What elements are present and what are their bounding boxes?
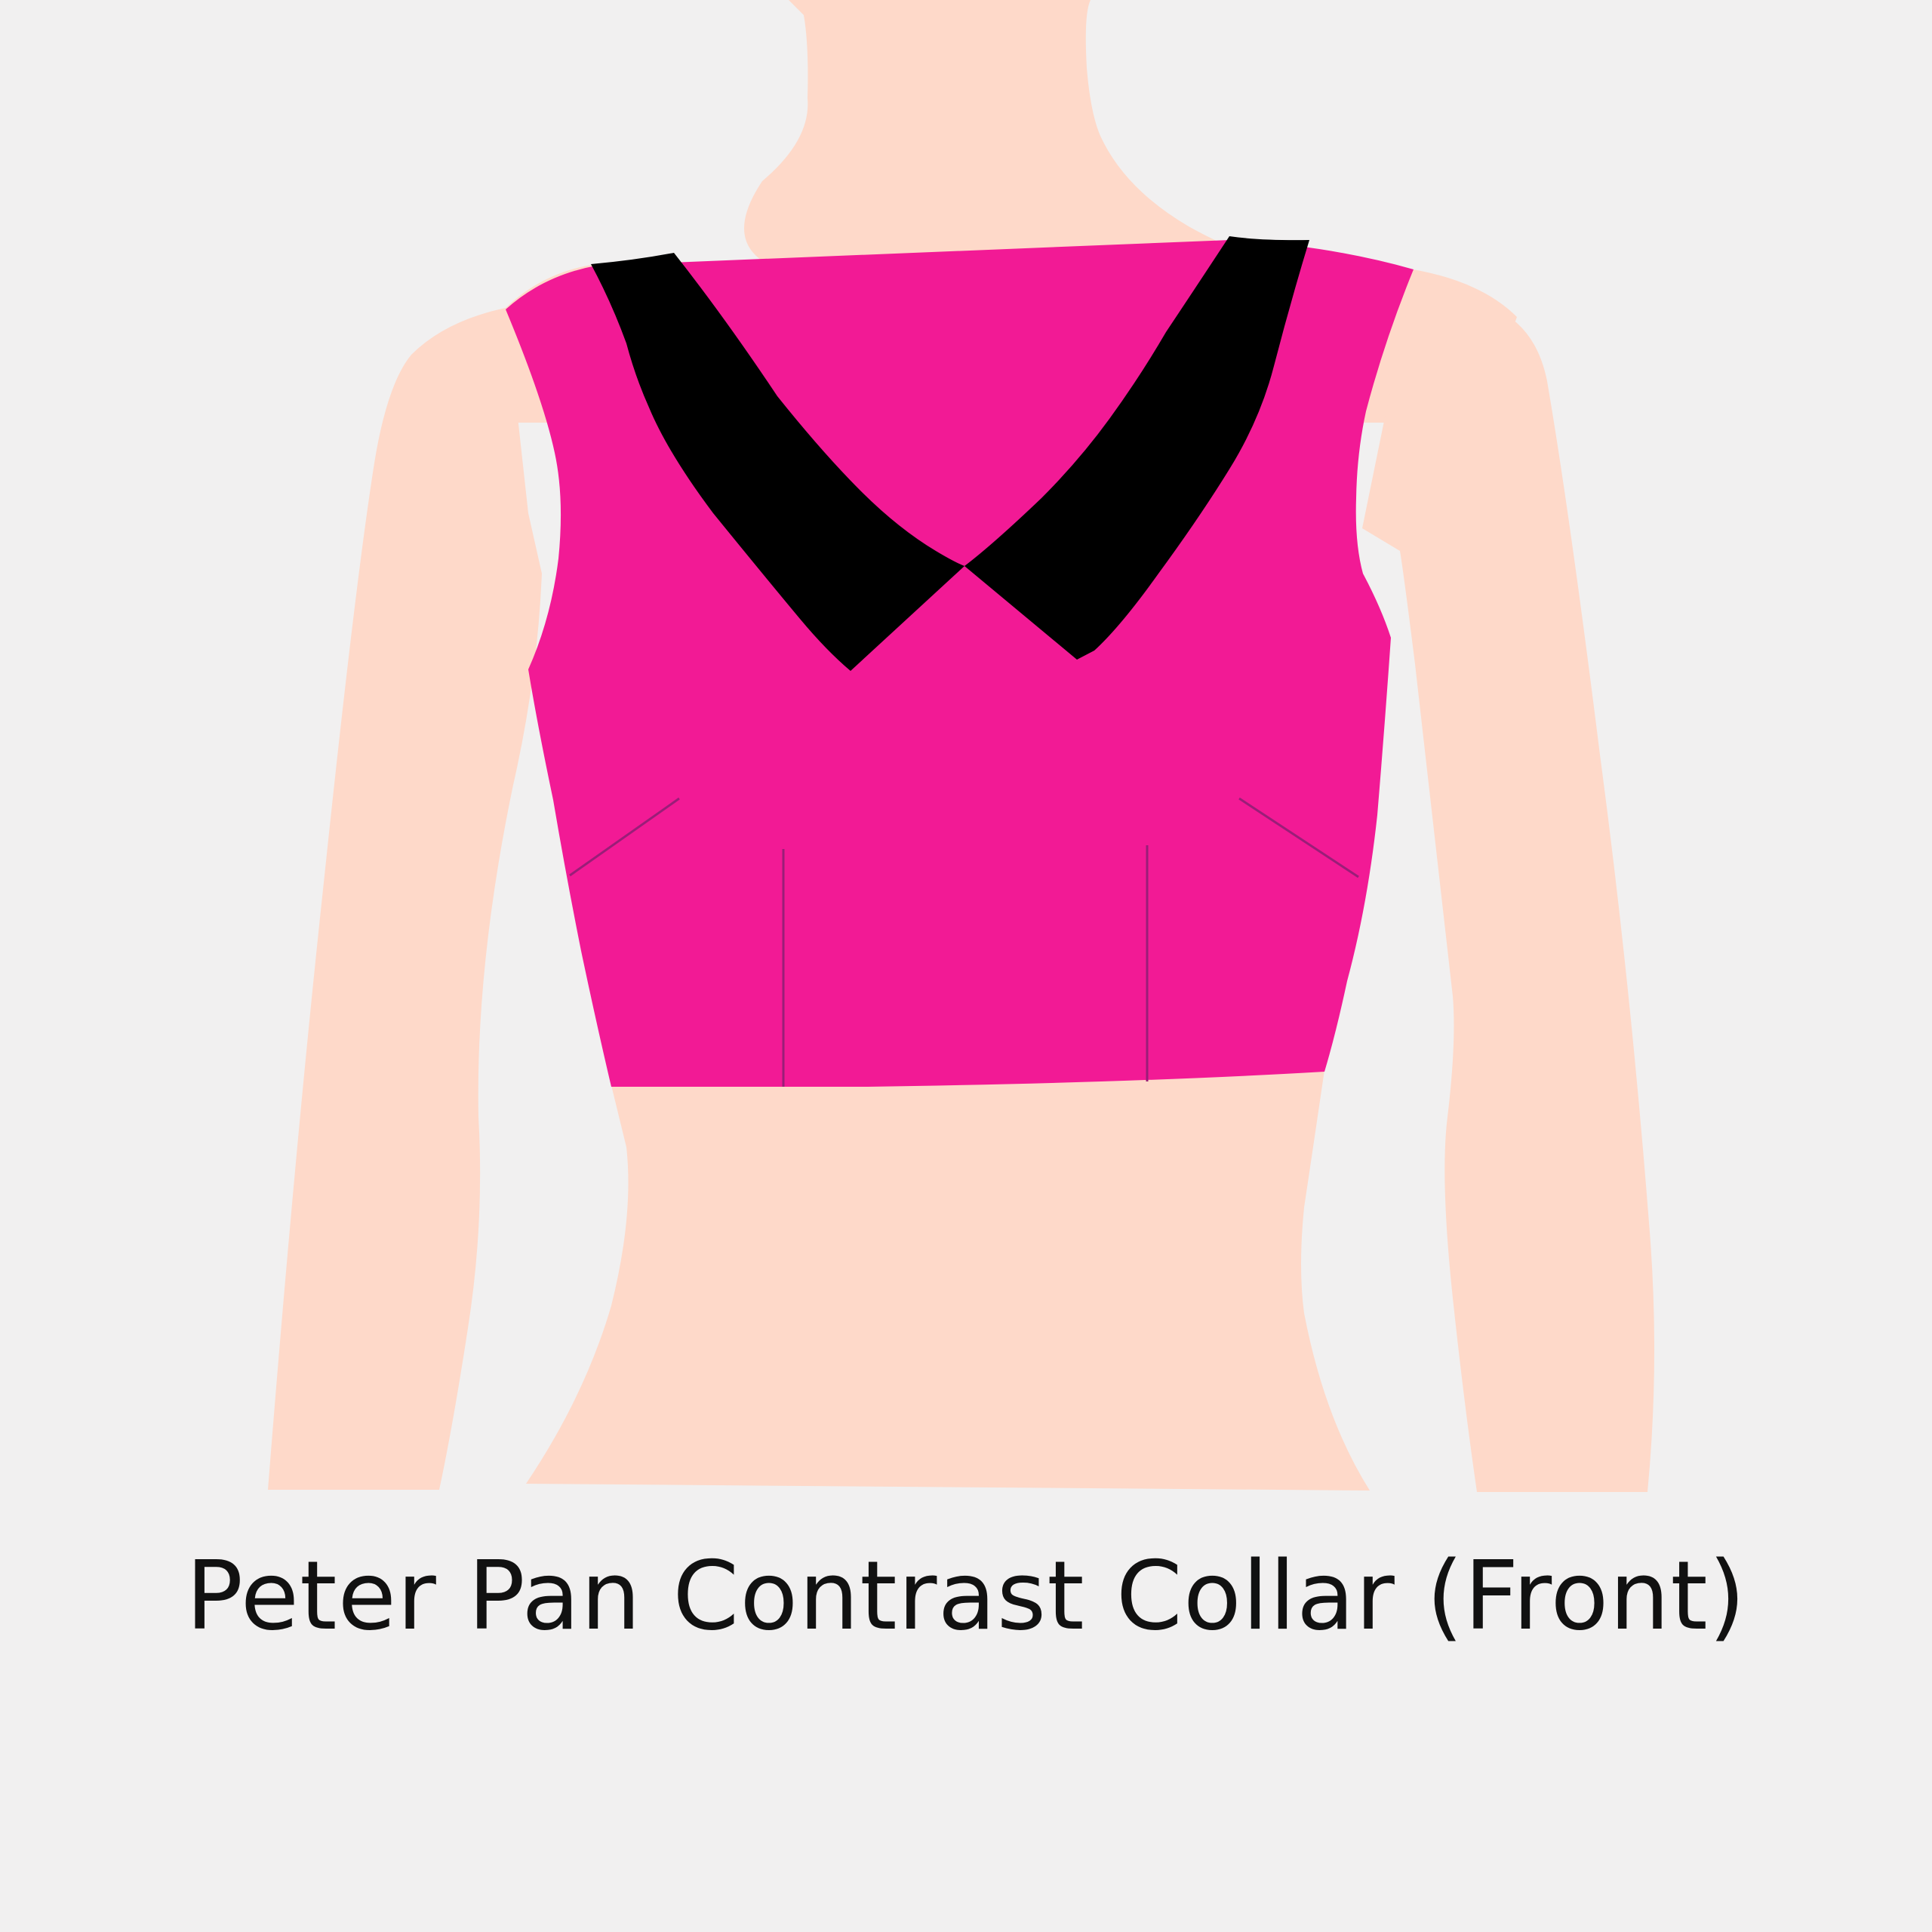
right-armpit-gap	[1364, 553, 1408, 641]
midriff	[526, 1070, 1370, 1491]
collar-right	[964, 236, 1309, 660]
collar-left	[591, 253, 964, 671]
right-side-dart	[1238, 797, 1359, 878]
caption: Peter Pan Contrast Collar (Front)	[186, 1540, 1746, 1651]
right-arm	[1362, 281, 1655, 1492]
left-arm	[268, 308, 542, 1490]
left-side-dart	[569, 797, 680, 877]
neck	[744, 0, 1298, 272]
